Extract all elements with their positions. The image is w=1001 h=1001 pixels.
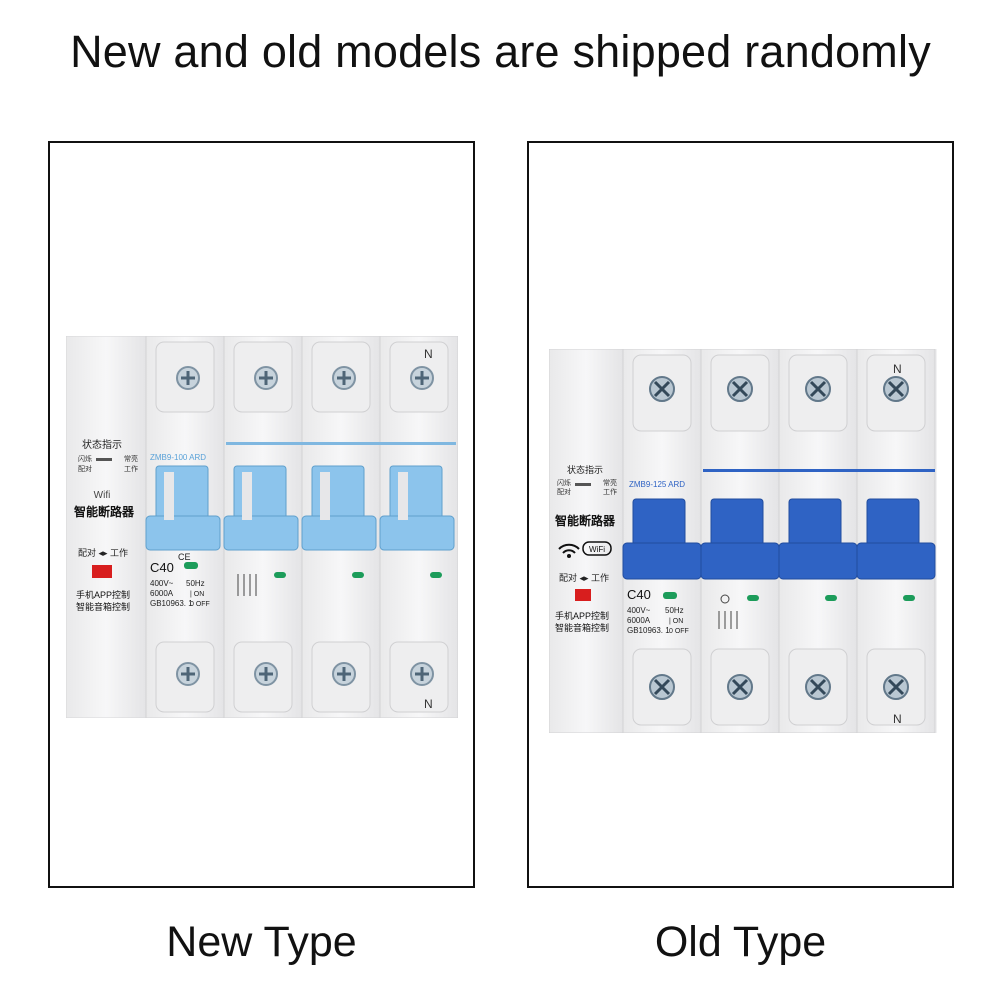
spec-standard: GB10963. 1 [150,599,193,608]
rating-label: C40 [150,560,174,575]
brand-label: 智能断路器 [73,504,135,519]
neutral-label-top: N [893,362,902,376]
spec-standard: GB10963. 1 [627,626,670,635]
wifi-icon [558,541,612,558]
old-type-frame: N N 状态指示 闪烁 配对 常亮 工作 智能断路器 WiFi 配对 ◂▸ 工作… [527,141,954,888]
spec-freq: 50Hz [665,606,684,615]
status-title: 状态指示 [567,464,603,475]
status-right-1: 常亮 [124,454,138,463]
wifi-label: Wifi [94,490,111,501]
pair-label: 配对 ◂▸ 工作 [559,572,609,583]
spec-off: 0 OFF [190,601,210,608]
pair-label: 配对 ◂▸ 工作 [78,547,128,558]
wifi-label: WiFi [589,545,605,554]
spec-current: 6000A [150,589,174,598]
app-line-1: 手机APP控制 [76,589,130,600]
status-right-1: 常亮 [603,478,617,487]
spec-on: | ON [190,591,204,598]
spec-on: | ON [669,618,683,625]
screw-icons [176,366,434,686]
headline: New and old models are shipped randomly [70,26,931,77]
neutral-label-top: N [424,347,433,361]
status-left-1: 闪烁 [78,454,92,463]
cert-label: CE [178,552,191,562]
model-label: ZMB9-125 ARD [629,480,685,489]
screw-icons [649,376,909,700]
status-left-2: 配对 [557,487,571,496]
new-type-caption: New Type [166,918,357,966]
status-right-2: 工作 [603,487,617,496]
neutral-label-bottom: N [424,697,433,711]
spec-current: 6000A [627,616,651,625]
spec-voltage: 400V~ [150,579,174,588]
old-breaker-photo: N N 状态指示 闪烁 配对 常亮 工作 智能断路器 WiFi 配对 ◂▸ 工作… [549,349,937,733]
app-line-2: 智能音箱控制 [555,622,609,633]
spec-freq: 50Hz [186,579,205,588]
new-breaker-photo: N N 状态指示 闪烁 配对 常亮 工作 Wifi 智能断路器 配对 ◂▸ 工作… [66,336,458,718]
status-left-2: 配对 [78,464,92,473]
app-line-1: 手机APP控制 [555,610,609,621]
brand-label: 智能断路器 [554,513,616,528]
neutral-label-bottom: N [893,712,902,726]
status-title: 状态指示 [82,438,122,451]
pair-led [575,589,591,601]
pair-led [92,565,112,578]
rating-label: C40 [627,587,651,602]
model-label: ZMB9-100 ARD [150,453,206,462]
spec-voltage: 400V~ [627,606,651,615]
new-type-frame: N N 状态指示 闪烁 配对 常亮 工作 Wifi 智能断路器 配对 ◂▸ 工作… [48,141,475,888]
spec-off: 0 OFF [669,628,689,635]
status-right-2: 工作 [124,464,138,473]
old-type-caption: Old Type [654,918,827,966]
switch-handles [622,498,936,580]
app-line-2: 智能音箱控制 [76,601,130,612]
status-left-1: 闪烁 [557,478,571,487]
